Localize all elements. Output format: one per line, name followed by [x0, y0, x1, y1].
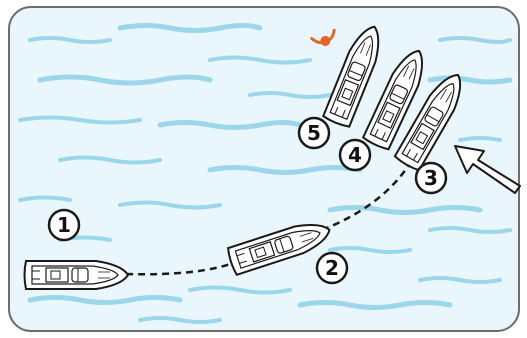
water-waves: [18, 23, 513, 324]
wind-arrow-icon: [454, 145, 521, 194]
step-number-4: 4: [348, 143, 362, 167]
step-marker-1: 1: [47, 208, 81, 242]
boat-icon-position-1: [23, 260, 129, 290]
person-overboard-icon: [310, 28, 336, 46]
step-marker-2: 2: [315, 251, 349, 285]
step-marker-5: 5: [297, 116, 331, 150]
step-number-3: 3: [424, 166, 438, 190]
step-number-1: 1: [57, 213, 71, 237]
course-path: [125, 159, 414, 276]
step-marker-3: 3: [414, 161, 448, 195]
step-number-2: 2: [325, 256, 339, 280]
step-marker-4: 4: [338, 138, 372, 172]
step-number-5: 5: [307, 121, 321, 145]
